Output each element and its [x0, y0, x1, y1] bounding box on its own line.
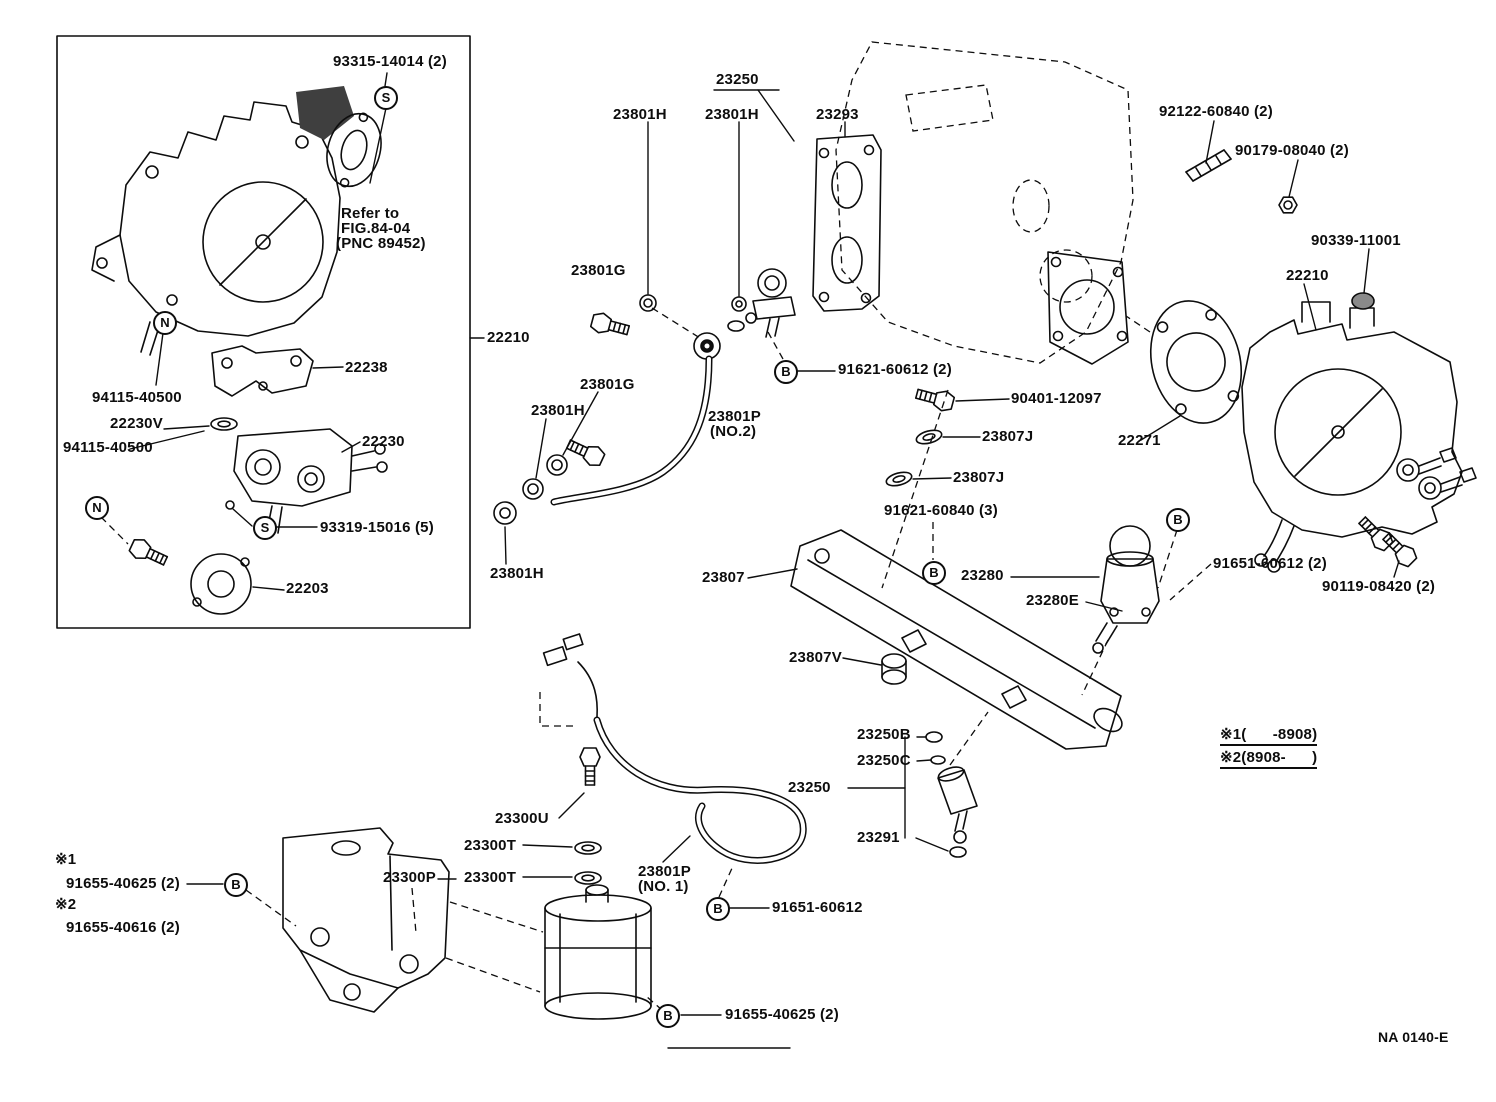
note-mark-1: ※1: [55, 851, 77, 868]
symbol-b-icon: B: [922, 561, 946, 585]
part-label-23291: 23291: [857, 829, 900, 846]
applicability-note-2: ※2(8908- ): [1220, 750, 1318, 769]
part-label-23300t-1: 23300T: [464, 837, 517, 854]
symbol-b-icon: B: [1166, 508, 1190, 532]
symbol-n-icon: N: [153, 311, 177, 335]
part-label-23300t-2: 23300T: [464, 869, 517, 886]
part-label-23801g-1: 23801G: [571, 262, 626, 279]
part-label-23280e: 23280E: [1026, 592, 1079, 609]
part-label-93315-14014: 93315-14014 (2): [333, 53, 447, 70]
part-label-91651-bottom: 91651-60612: [772, 899, 863, 916]
part-label-90339: 90339-11001: [1311, 232, 1401, 249]
part-label-22210-left: 22210: [487, 329, 530, 346]
part-label-22230: 22230: [362, 433, 405, 450]
part-label-23293: 23293: [816, 106, 859, 123]
symbol-b-icon: B: [656, 1004, 680, 1028]
refer-note-line1: Refer to: [341, 205, 400, 222]
part-label-23807v: 23807V: [789, 649, 842, 666]
part-label-23250-top: 23250: [716, 71, 759, 88]
part-label-94115-a: 94115-40500: [92, 389, 182, 406]
part-label-23801p-no1-line1: 23801P: [638, 863, 691, 880]
part-label-23300u: 23300U: [495, 810, 549, 827]
part-label-90119: 90119-08420 (2): [1322, 578, 1436, 595]
part-label-91621-60612: 91621-60612 (2): [838, 361, 952, 378]
part-label-91621-60840: 91621-60840 (3): [884, 502, 998, 519]
part-label-23801h-4: 23801H: [490, 565, 544, 582]
symbol-n-icon: N: [85, 496, 109, 520]
part-label-91651-right: 91651-60612 (2): [1213, 555, 1327, 572]
part-label-22230v: 22230V: [110, 415, 163, 432]
figure-code: NA 0140-E: [1378, 1029, 1449, 1045]
part-label-23300p: 23300P: [383, 869, 436, 886]
part-label-90401: 90401-12097: [1011, 390, 1102, 407]
part-label-23801h-3: 23801H: [531, 402, 585, 419]
part-label-23250-bottom: 23250: [788, 779, 831, 796]
part-label-22210-right: 22210: [1286, 267, 1329, 284]
part-label-91655-40625-a: 91655-40625 (2): [66, 875, 180, 892]
part-label-93319: 93319-15016 (5): [320, 519, 434, 536]
part-label-23807j-2: 23807J: [953, 469, 1005, 486]
part-label-22271: 22271: [1118, 432, 1161, 449]
refer-note-line2: FIG.84-04: [341, 220, 411, 237]
part-label-23801g-2: 23801G: [580, 376, 635, 393]
part-label-23807j-1: 23807J: [982, 428, 1034, 445]
symbol-b-icon: B: [774, 360, 798, 384]
part-label-23801h-2: 23801H: [705, 106, 759, 123]
part-label-91655-40625-b: 91655-40625 (2): [725, 1006, 839, 1023]
part-label-23801p-no2-line1: 23801P: [708, 408, 761, 425]
part-label-23250c: 23250C: [857, 752, 911, 769]
part-label-91655-40616: 91655-40616 (2): [66, 919, 180, 936]
part-label-90179: 90179-08040 (2): [1235, 142, 1349, 159]
part-label-23807: 23807: [702, 569, 745, 586]
part-label-94115-b: 94115-40500: [63, 439, 153, 456]
part-label-23801p-no2-line2: (NO.2): [710, 423, 757, 440]
note-mark-2: ※2: [55, 896, 77, 913]
symbol-b-icon: B: [706, 897, 730, 921]
symbol-b-icon: B: [224, 873, 248, 897]
part-label-23801h-1: 23801H: [613, 106, 667, 123]
part-label-92122: 92122-60840 (2): [1159, 103, 1273, 120]
part-label-23280: 23280: [961, 567, 1004, 584]
part-label-23801p-no1-line2: (NO. 1): [638, 878, 689, 895]
part-label-22238: 22238: [345, 359, 388, 376]
refer-note-line3: (PNC 89452): [336, 235, 426, 252]
applicability-note-1: ※1( -8908): [1220, 727, 1318, 746]
symbol-s-icon: S: [253, 516, 277, 540]
symbol-s-icon: S: [374, 86, 398, 110]
part-label-22203: 22203: [286, 580, 329, 597]
part-label-23250b: 23250B: [857, 726, 911, 743]
